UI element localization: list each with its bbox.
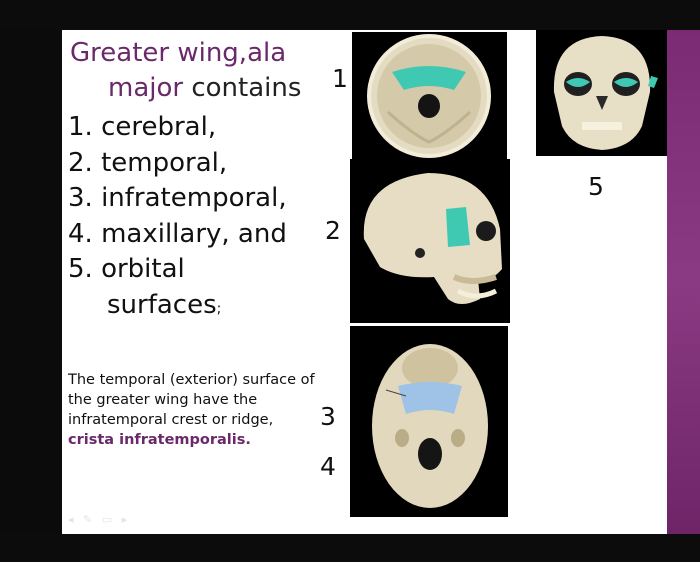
skull-frontal-photo [536,30,667,156]
surfaces-list: 1. cerebral, 2. temporal, 3. infratempor… [68,110,287,327]
label-1: 1 [332,64,348,93]
surfaces-word: surfaces [107,289,217,320]
title-major: major [108,73,184,103]
bottom-black-bar [0,534,700,562]
list-item: 1. cerebral, [68,112,217,142]
slide-title: Greater wing,ala major contains [70,36,330,106]
slide-side-strip [667,30,700,534]
skull-inferior-photo [350,326,508,517]
top-black-bar [0,0,700,30]
label-2: 2 [325,216,341,245]
title-contains: contains [183,73,302,103]
list-item: 3. infratemporal, [68,183,287,213]
skull-lateral-photo [350,159,510,323]
semicolon: ; [216,300,222,317]
temporal-surface-note: The temporal (exterior) surface of the g… [68,370,318,450]
title-line-2: major contains [70,71,330,106]
list-item: 2. temporal, [68,147,228,178]
label-3: 3 [320,402,336,431]
note-latin-term: crista infratemporalis. [68,432,251,448]
slide-toolbar-ghost-icons[interactable]: ◂ ✎ ▭ ▸ [68,513,131,526]
label-5: 5 [588,172,604,201]
skull-base-superior-photo [352,32,507,159]
list-item-continuation: surfaces; [68,288,287,328]
label-4: 4 [320,452,336,481]
slide: Greater wing,ala major contains 1. cereb… [62,30,667,534]
title-line-1: Greater wing,ala [70,38,287,68]
list-item: 5. orbital [68,254,185,284]
note-text: The temporal (exterior) surface of the g… [68,372,315,428]
list-item: 4. maxillary, and [68,218,287,249]
